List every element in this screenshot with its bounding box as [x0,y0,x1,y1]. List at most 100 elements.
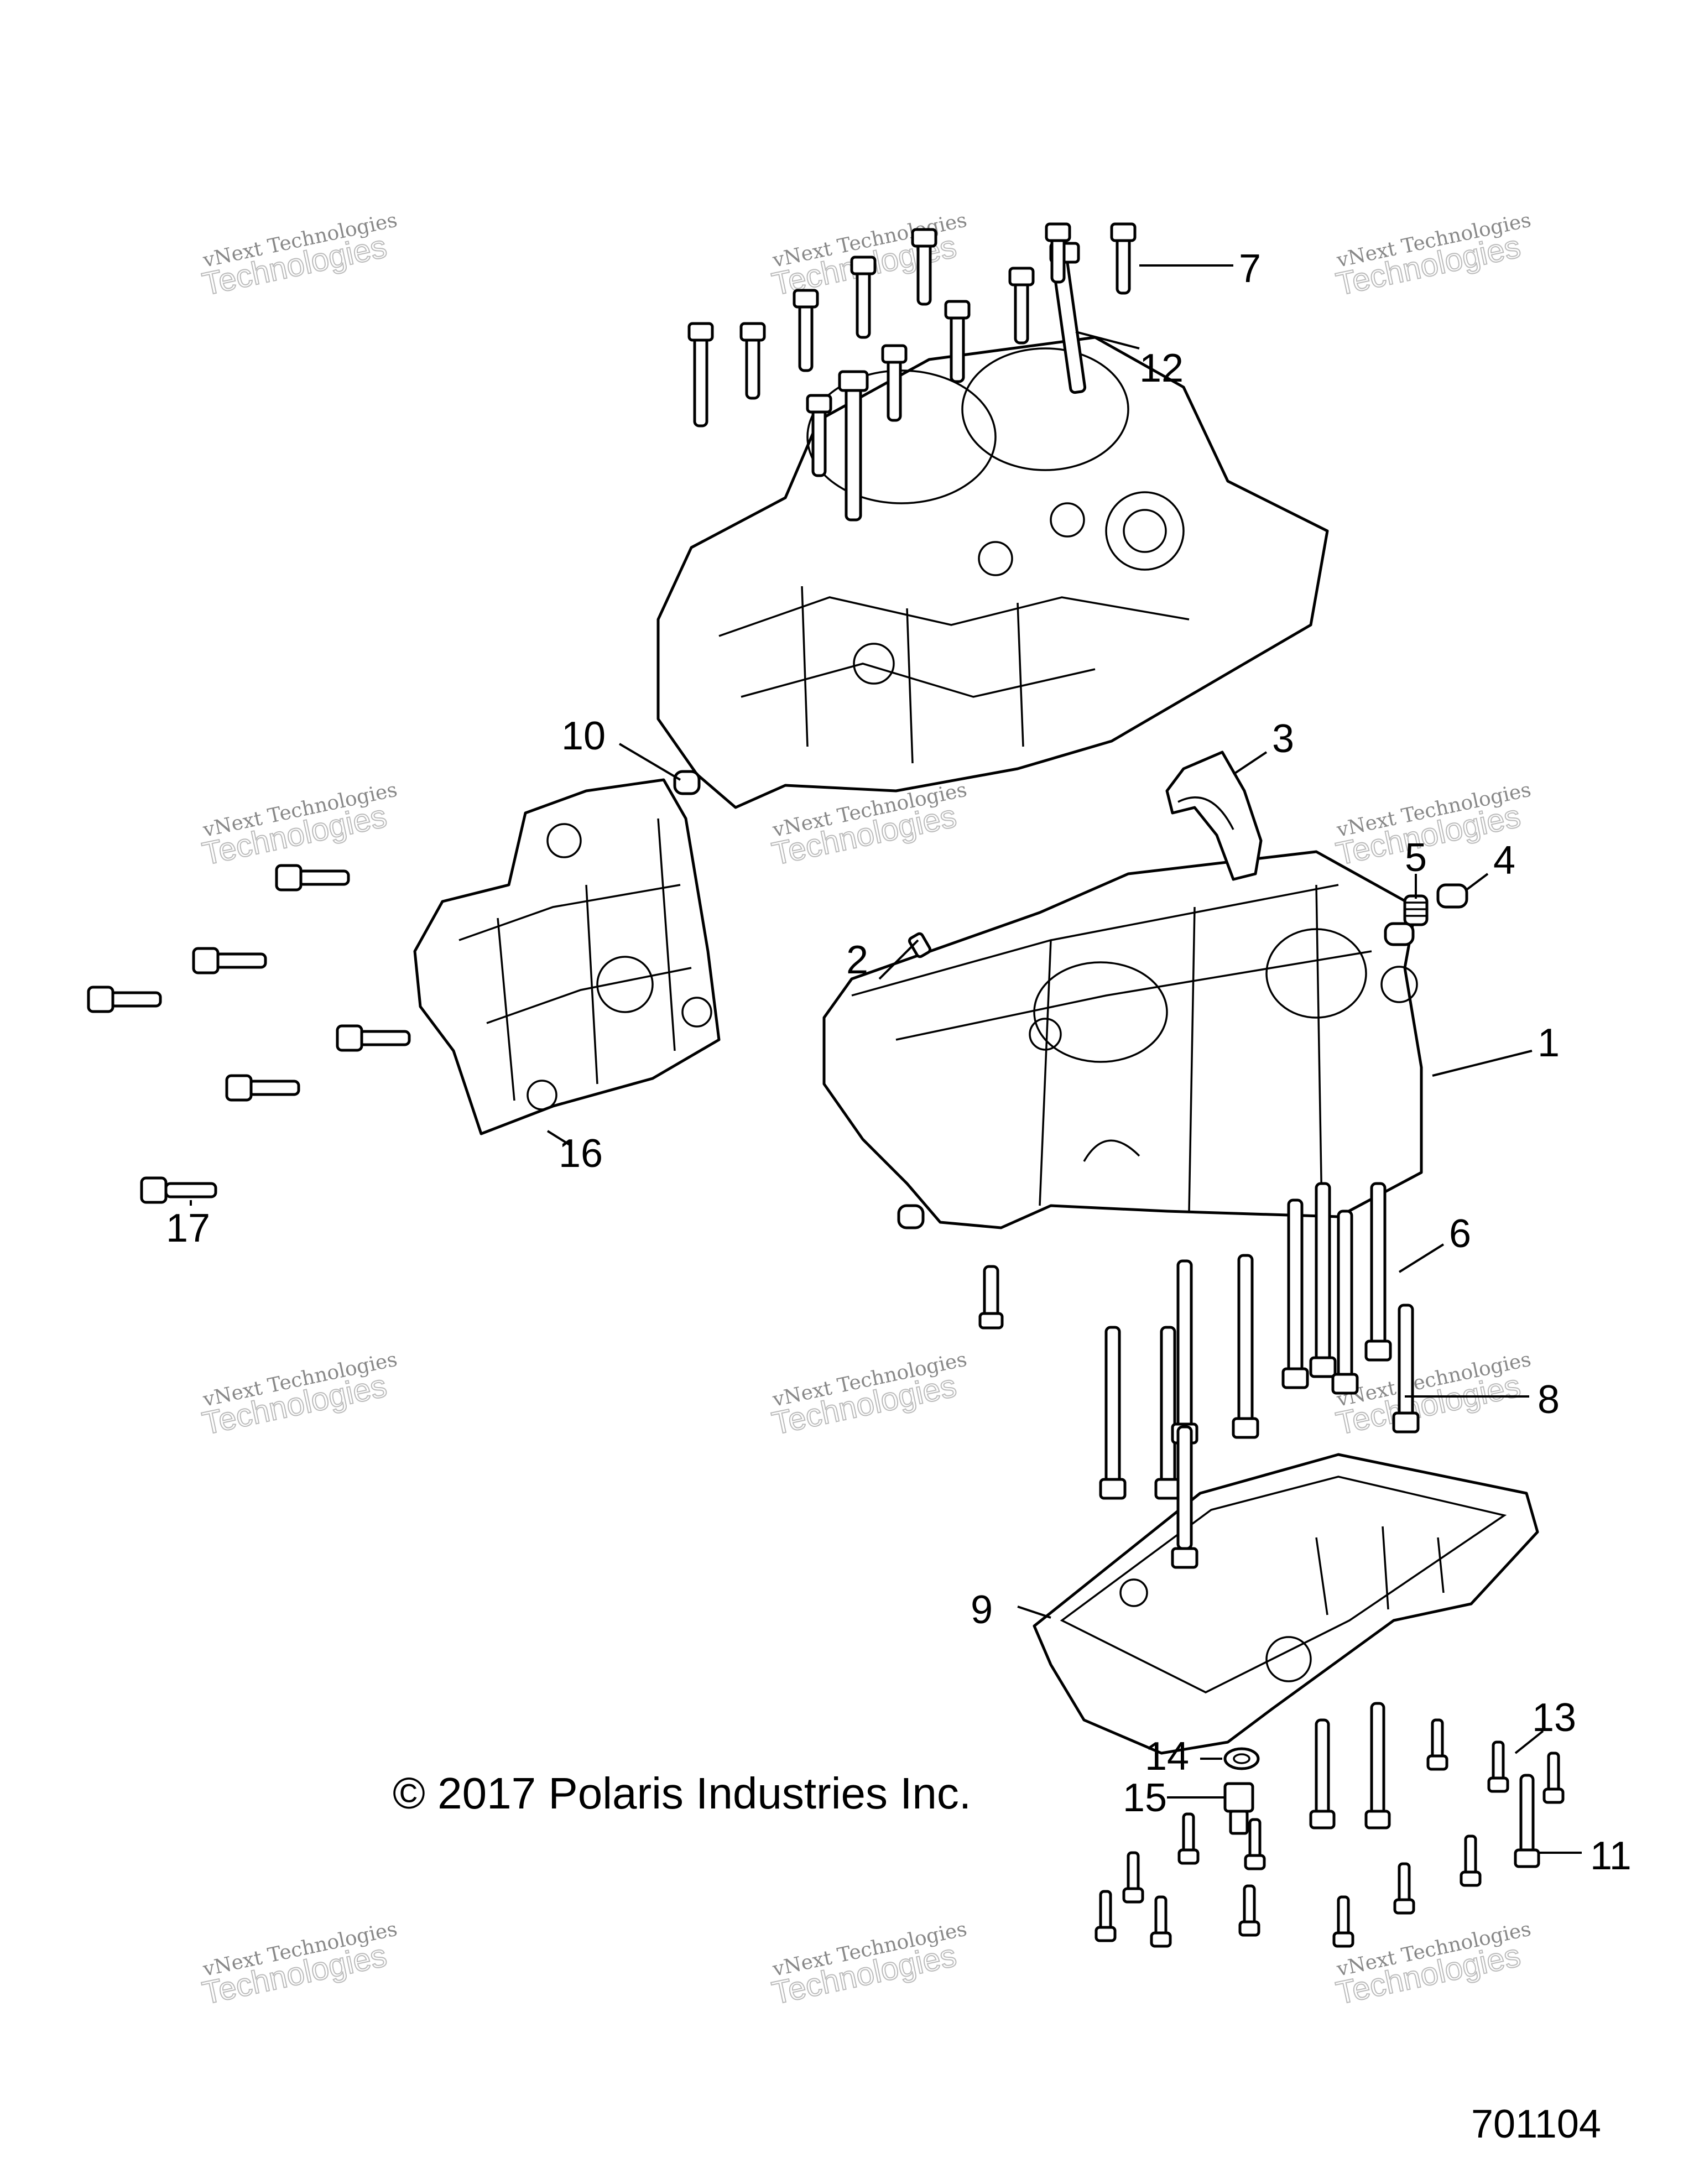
leader-10 [618,743,681,781]
lower-crankcase [822,850,1423,1229]
callout-17: 17 [166,1206,210,1250]
leader-2 [878,939,919,980]
callout-3: 3 [1272,717,1294,761]
callout-2: 2 [846,938,868,982]
dowel-sleeve [1384,922,1415,946]
bolt [850,256,877,339]
callout-11: 11 [1590,1834,1632,1878]
long-bolt [1331,1210,1359,1395]
long-bolt [1281,1198,1309,1389]
bolt [1542,1752,1565,1804]
dowel-pin [908,932,932,958]
watermark: Technologies vNext Technologies [768,1348,969,1442]
callout-13: 13 [1532,1696,1576,1740]
watermark: Technologies vNext Technologies [768,778,969,872]
callout-1: 1 [1538,1021,1560,1065]
bolt [1008,267,1035,345]
bolt [1150,1895,1172,1948]
bolt [1487,1740,1509,1793]
callout-5: 5 [1405,836,1427,880]
leader-16 [546,1130,571,1146]
front-cover-bolts [87,864,411,1204]
dowel-sleeve [673,770,701,795]
sealing-washer [1223,1747,1260,1770]
long-bolt [838,370,869,522]
callout-labels: 1 2 3 4 5 6 7 8 9 10 11 12 13 14 15 16 1… [166,247,1632,1878]
bolt [1244,1818,1266,1870]
long-bolt [1171,1259,1198,1445]
watermark: Technologies vNext Technologies [199,1348,399,1442]
watermark: Technologies vNext Technologies [1332,209,1533,303]
watermark: Technologies vNext Technologies [1332,1348,1533,1442]
leader-6 [1398,1243,1445,1273]
bolt [1238,1884,1260,1937]
bolt [739,322,766,400]
long-bolt [1392,1304,1420,1434]
callout-14: 14 [1145,1734,1189,1779]
bolt [87,986,162,1013]
bolt [192,947,267,974]
bolt [793,289,819,372]
callout-9: 9 [971,1588,993,1632]
callout-7: 7 [1239,247,1261,291]
upper-crankcase [656,336,1329,809]
long-bolt [1309,1182,1337,1378]
bolt [140,1176,217,1204]
long-bolt [1154,1326,1182,1500]
watermark: Technologies vNext Technologies [199,1917,399,2011]
diagram-id: 701104 [1471,2102,1601,2146]
bearing-cap [1165,750,1263,881]
leader-4 [1465,873,1489,892]
upper-crankcase-bolts [687,222,1137,522]
long-bolt [1171,1425,1198,1569]
watermark: Technologies vNext Technologies [1332,1917,1533,2011]
long-bolt [1099,1326,1127,1500]
bolt [1393,1862,1415,1915]
leader-1 [1432,1050,1533,1077]
leader-9 [1017,1606,1051,1619]
bolt [806,394,832,477]
bolt [1364,1702,1391,1829]
watermark: Technologies vNext Technologies [199,209,399,303]
callout-10: 10 [561,714,606,758]
bolt [911,228,937,306]
orifice-plug [1403,894,1429,926]
leader-13 [1514,1730,1544,1754]
bolt [978,1265,1004,1330]
oil-pan [1033,1453,1539,1755]
bolt [1177,1812,1200,1865]
bolt [1110,222,1137,295]
callout-12: 12 [1139,346,1184,390]
callout-16: 16 [559,1132,603,1176]
leader-lines [190,264,1582,1854]
watermark: Technologies vNext Technologies [199,778,399,872]
bolt [1095,1890,1117,1942]
leader-3 [1232,751,1268,775]
bolt [225,1074,300,1102]
callout-8: 8 [1538,1378,1560,1422]
watermark: Technologies vNext Technologies [768,1917,969,2011]
callout-4: 4 [1493,838,1515,883]
long-bolt [1514,1774,1540,1868]
dowel-sleeve [897,1204,925,1229]
bolt [881,344,908,422]
bolt [1332,1895,1354,1948]
front-cover [413,778,721,1135]
callout-15: 15 [1123,1776,1167,1820]
leader-12 [1075,331,1140,350]
bolt [1122,1851,1144,1904]
bolt [687,322,714,428]
dowel-sleeve [1436,883,1468,909]
bolt [275,864,350,892]
long-bolt [1364,1182,1392,1362]
bolt [1309,1718,1336,1829]
bolt [1460,1834,1482,1887]
bolt [1045,222,1071,284]
callout-6: 6 [1449,1212,1471,1256]
long-bolt [1232,1254,1259,1439]
crankcase-through-bolts [978,1182,1420,1569]
copyright-notice: © 2017 Polaris Industries Inc. [393,1769,971,1818]
bolt [336,1024,411,1052]
